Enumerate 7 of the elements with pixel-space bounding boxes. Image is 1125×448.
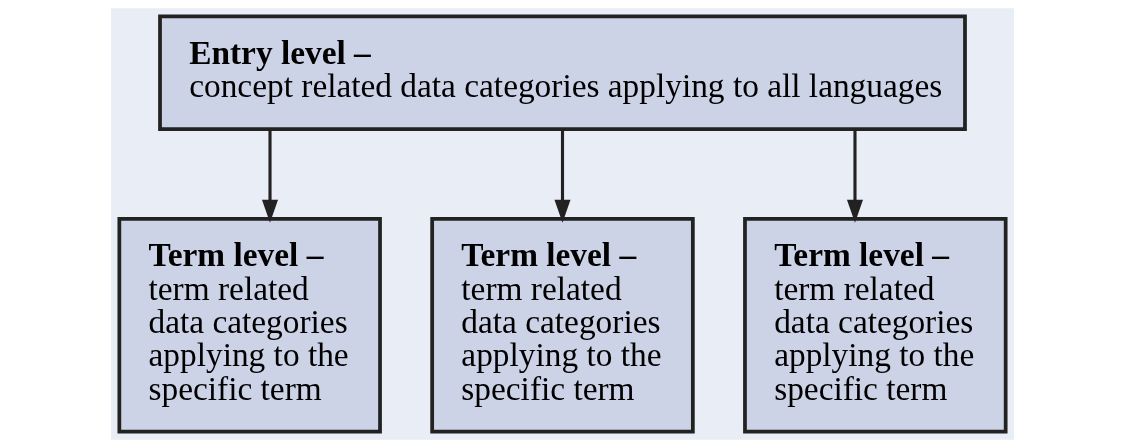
node-box: Entry level – concept related data categories applying to all languages	[158, 14, 967, 131]
node-box: Term level – term related data categories applying to the specific term	[430, 216, 695, 434]
node-box: Term level – term related data categories applying to the specific term	[117, 216, 382, 434]
arrow	[846, 129, 864, 223]
arrow	[554, 129, 571, 223]
arrow	[261, 129, 279, 223]
node-box: Term level – term related data categories applying to the specific term	[743, 216, 1008, 434]
